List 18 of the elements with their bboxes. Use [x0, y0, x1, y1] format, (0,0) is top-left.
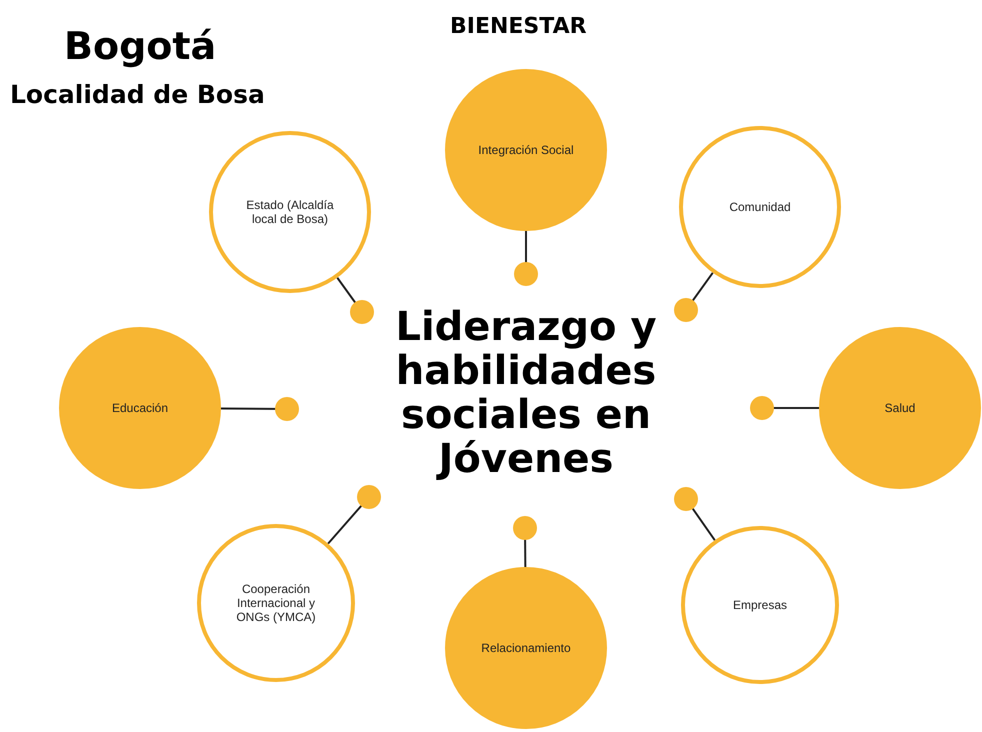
connector-line-with-dot	[221, 397, 299, 421]
heading-text: Localidad de Bosa	[10, 79, 265, 111]
heading-text: Bogotá	[64, 23, 216, 70]
circle-label: Comunidad	[729, 200, 791, 214]
circle-label: Integración Social	[478, 143, 574, 157]
circle-label: Cooperación Internacional y ONGs (YMCA)	[235, 582, 317, 624]
central-title: Liderazgo y habilidades sociales en Jóvenes	[394, 305, 658, 481]
circle-label: Estado (Alcaldía local de Bosa)	[245, 198, 335, 226]
circle-label: Salud	[884, 401, 916, 415]
connector-line-with-dot	[750, 396, 819, 420]
heading-text: BIENESTAR	[450, 13, 587, 41]
circle-label: Empresas	[732, 598, 788, 612]
circle-label: Educación	[112, 401, 168, 415]
connector-line-with-dot	[514, 231, 538, 286]
connector-line-with-dot	[674, 487, 716, 541]
connector-line-with-dot	[513, 516, 537, 568]
connector-line-with-dot	[327, 485, 381, 544]
circle-label: Relacionamiento	[481, 641, 571, 655]
